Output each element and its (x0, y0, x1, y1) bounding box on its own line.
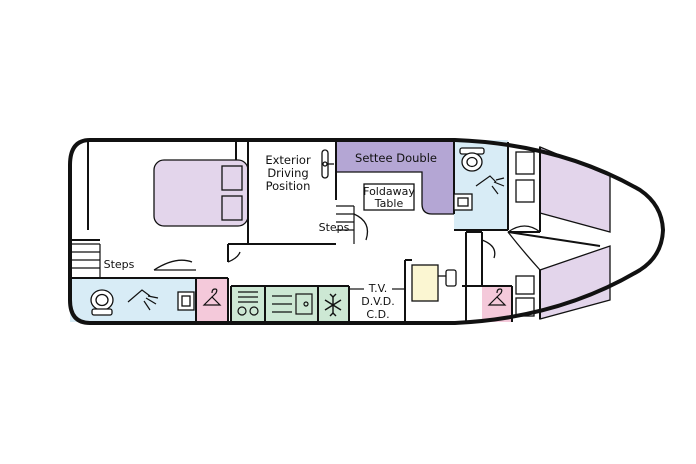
snowflake-icon (324, 293, 342, 317)
foldaway-table-label-line2: Table (374, 197, 404, 210)
mid-steps (336, 205, 355, 244)
toilet-icon (90, 289, 114, 316)
forward-bathroom (454, 140, 508, 230)
aft-steps (70, 239, 101, 278)
hanger-icon (202, 288, 222, 306)
exterior-driving-label-line3: Position (266, 179, 311, 193)
galley-sink-icon (272, 293, 313, 315)
door-swings (153, 213, 541, 271)
aft-wardrobe (196, 278, 228, 322)
exterior-driving-label-line2: Driving (267, 166, 308, 180)
sink-icon (453, 193, 473, 211)
exterior-driving-label-line1: Exterior (265, 153, 311, 167)
hanger-icon (487, 288, 507, 306)
tv-cabinet (411, 264, 439, 302)
sink-icon (177, 291, 195, 311)
settee-double-label: Settee Double (355, 151, 437, 165)
shower-icon (475, 175, 505, 195)
aft-bathroom (70, 278, 196, 322)
foldaway-table-label-line1: Foldaway (363, 185, 415, 198)
mid-steps-label: Steps (319, 221, 350, 234)
hull-outline (68, 138, 666, 325)
room-fills (70, 140, 611, 322)
dvd-label: D.V.D. (361, 295, 395, 308)
tap-icon (438, 269, 457, 287)
settee-double (335, 140, 455, 215)
toilet-icon (459, 147, 485, 172)
cd-label: C.D. (366, 308, 389, 321)
interior-walls (70, 142, 601, 322)
hob-icon (237, 291, 259, 316)
bed-pillows (221, 151, 535, 317)
foldaway-table-box (363, 183, 415, 211)
tv-label: T.V. (368, 282, 388, 295)
aft-steps-label: Steps (104, 258, 135, 271)
shower-icon (127, 289, 159, 311)
aft-bed (153, 159, 249, 227)
helm-icon (321, 149, 334, 179)
